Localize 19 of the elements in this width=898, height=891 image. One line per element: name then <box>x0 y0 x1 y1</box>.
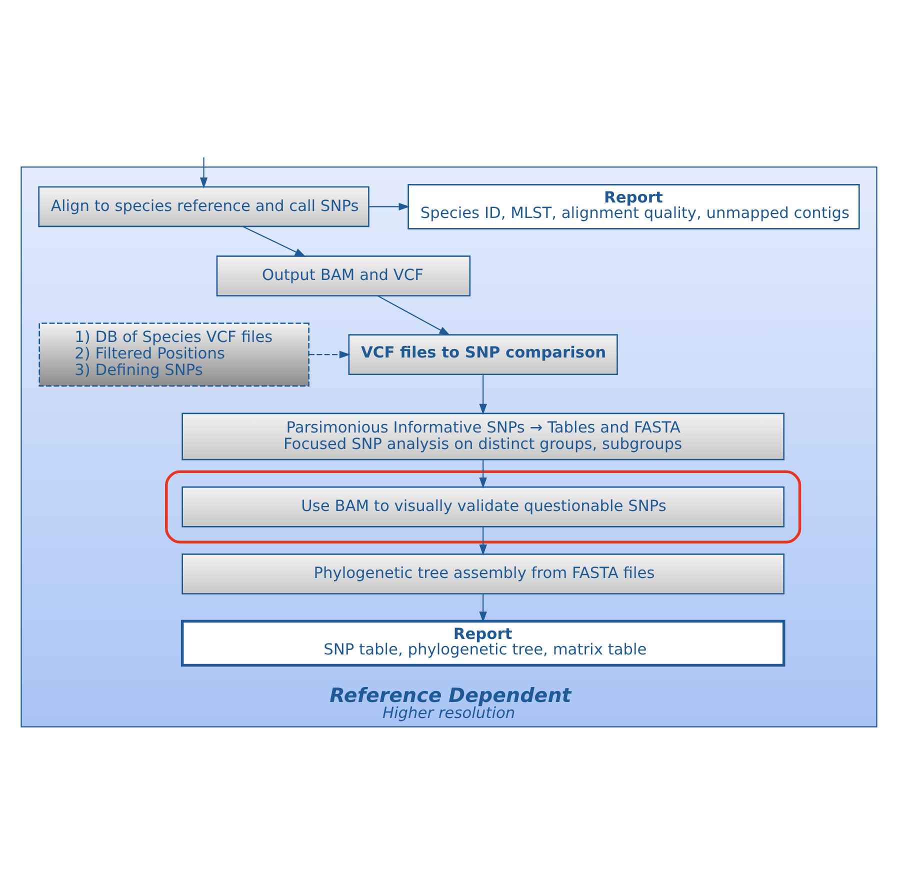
arrow <box>242 226 306 256</box>
node-box: Output BAM and VCF <box>216 255 471 296</box>
arrow <box>479 459 487 488</box>
arrow <box>308 350 350 358</box>
node-box: Report SNP table, phylogenetic tree, matrix table <box>180 619 786 666</box>
node-box: Parsimonious Informative SNPs → Tables and FASTA Focused SNP analysis on distinct groups, subgroups <box>182 412 784 460</box>
node-box: Report Species ID, MLST, alignment quality, unmapped contigs <box>408 184 860 229</box>
node-box: Align to species reference and call SNPs <box>38 186 370 227</box>
arrow <box>479 526 487 556</box>
node-box: Phylogenetic tree assembly from FASTA files <box>182 553 784 594</box>
cluster <box>165 470 802 543</box>
arrow <box>479 374 487 414</box>
node-box: 1) DB of Species VCF files 2) Filtered Positions 3) Defining SNPs <box>38 322 310 386</box>
arrow <box>368 202 410 210</box>
arrow <box>479 594 487 622</box>
node-box: Use BAM to visually validate questionable SNPs <box>182 486 784 527</box>
arrow <box>377 294 450 335</box>
arrow <box>200 156 208 188</box>
node-box: VCF files to SNP comparison <box>348 334 618 375</box>
